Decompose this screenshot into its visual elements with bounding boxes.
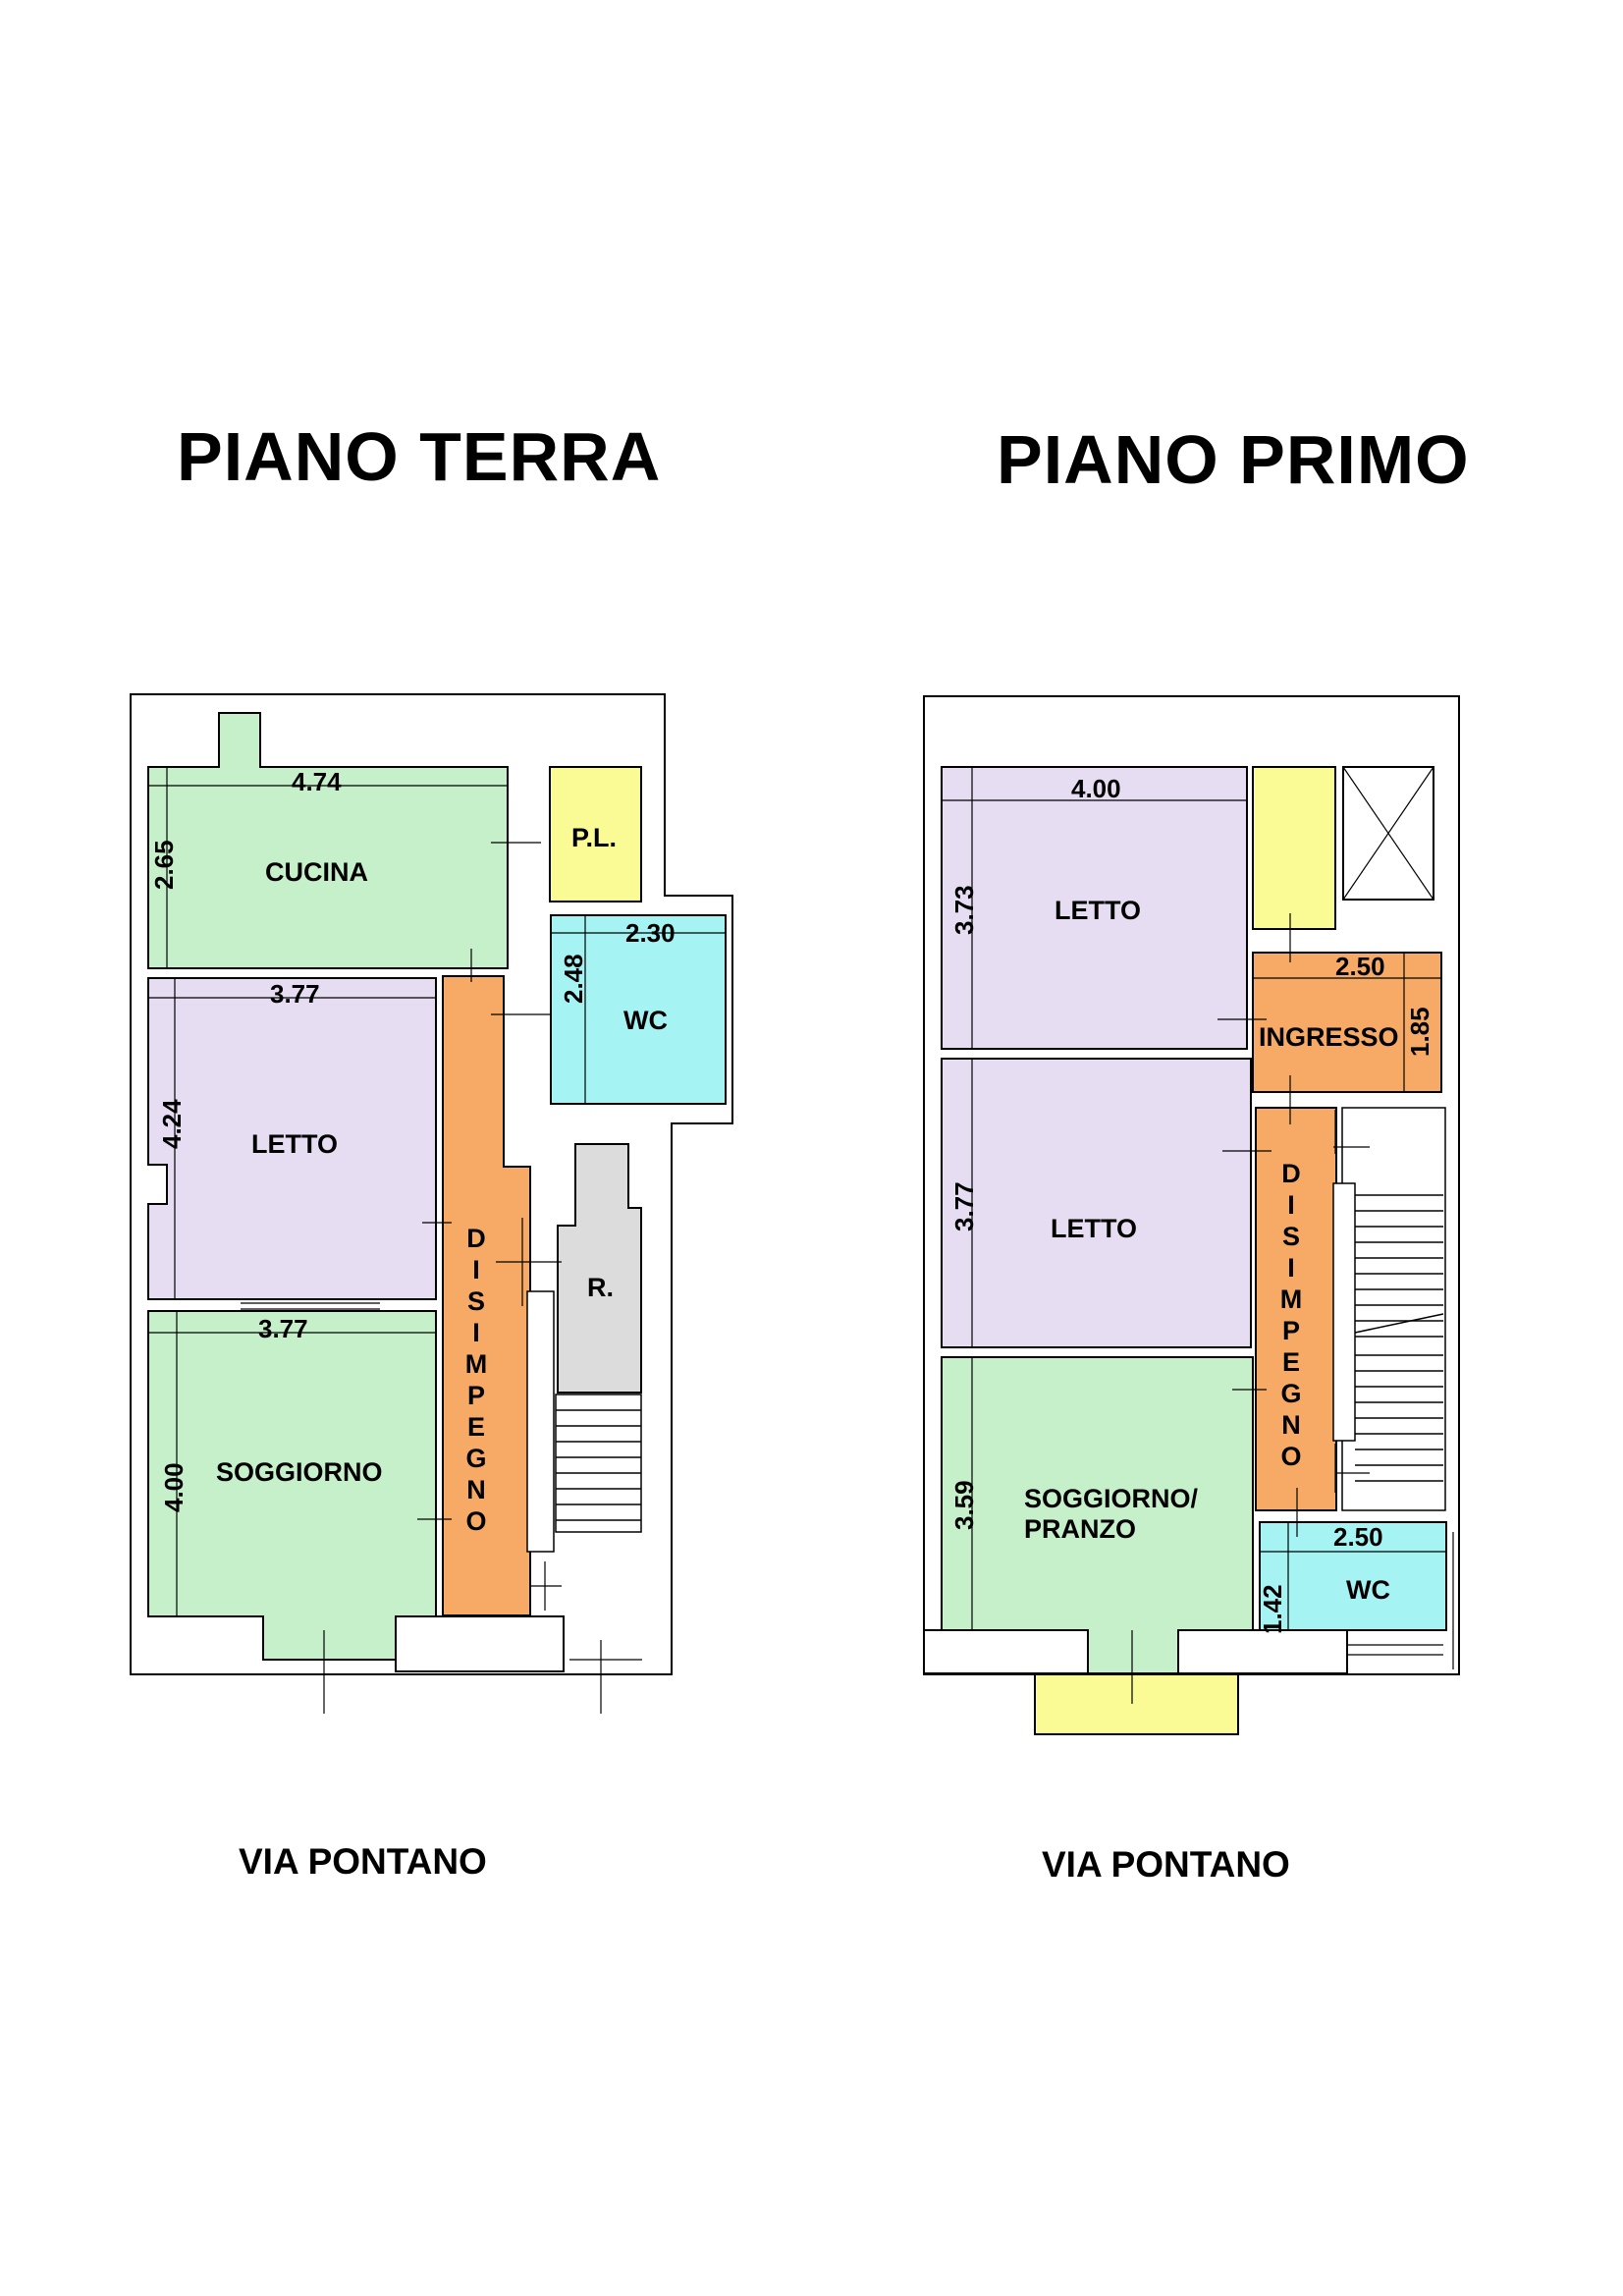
dim-wc-first-height: 1.42 — [1258, 1584, 1287, 1634]
label-wc-ground: WC — [623, 1006, 668, 1035]
hall-letter: M — [465, 1349, 488, 1379]
first-front-wall-left — [923, 1629, 1089, 1674]
room-entrance — [1252, 952, 1442, 1093]
first-shaft — [1252, 766, 1336, 930]
room-bedroom1 — [941, 766, 1248, 1050]
hall-letter: N — [466, 1475, 486, 1504]
room-pl — [549, 766, 642, 902]
hall-letter: I — [1287, 1253, 1295, 1283]
ground-entrance-wall — [395, 1615, 565, 1672]
hall-letter: E — [467, 1412, 485, 1442]
hall-letter: S — [467, 1286, 485, 1316]
hall-letter: D — [466, 1224, 486, 1253]
ground-floor-plan — [130, 693, 733, 1714]
dim-wc-width: 2.30 — [625, 918, 676, 948]
ground-dimension-lines — [148, 767, 726, 1616]
dim-kitchen-width: 4.74 — [292, 767, 342, 796]
hall-letter: D — [1281, 1159, 1301, 1188]
first-stairs — [1332, 1107, 1446, 1511]
hall-letter: O — [1280, 1442, 1301, 1471]
room-hall-first — [1255, 1107, 1337, 1511]
hall-letter: G — [1280, 1379, 1301, 1408]
hall-letter: P — [1282, 1316, 1300, 1345]
hall-letter: S — [1282, 1222, 1300, 1251]
dim-bedroom2-height: 3.77 — [949, 1181, 979, 1231]
hall-letter: I — [1287, 1190, 1295, 1220]
hall-letter: N — [1281, 1410, 1301, 1440]
dim-bedroom-width: 3.77 — [270, 979, 320, 1009]
dim-living-height: 4.00 — [159, 1462, 189, 1512]
room-storage — [557, 1143, 642, 1394]
dim-living-width: 3.77 — [258, 1314, 308, 1343]
street-ground: VIA PONTANO — [239, 1841, 487, 1882]
label-wc-first: WC — [1346, 1575, 1390, 1605]
label-bedroom1: LETTO — [1055, 896, 1141, 925]
room-bedroom — [147, 977, 437, 1300]
room-bedroom2 — [941, 1058, 1252, 1348]
label-living-ground: SOGGIORNO — [216, 1457, 383, 1487]
dim-bedroom1-height: 3.73 — [949, 885, 979, 935]
first-floor-plan — [923, 695, 1460, 1735]
dim-entrance-height: 1.85 — [1405, 1007, 1434, 1057]
dim-wc-first-width: 2.50 — [1333, 1522, 1383, 1552]
label-kitchen: CUCINA — [265, 857, 368, 887]
ground-floor-title: PIANO TERRA — [177, 418, 662, 495]
ground-door-marks — [241, 842, 642, 1714]
label-bedroom2: LETTO — [1051, 1214, 1137, 1243]
hall-letter: E — [1282, 1347, 1300, 1377]
dim-living-first-height: 3.59 — [949, 1480, 979, 1530]
first-front-wall-right — [1177, 1629, 1348, 1674]
first-void — [1342, 766, 1434, 901]
dim-bedroom-height: 4.24 — [157, 1099, 187, 1149]
hall-letter: M — [1280, 1285, 1303, 1314]
first-dimension-lines — [942, 767, 1446, 1630]
hall-letter: O — [465, 1506, 486, 1536]
dim-entrance-width: 2.50 — [1335, 952, 1385, 981]
hall-letter: I — [472, 1255, 480, 1285]
ground-stairs — [526, 1290, 642, 1553]
first-balcony — [1034, 1673, 1239, 1735]
room-kitchen — [147, 712, 509, 969]
street-first: VIA PONTANO — [1042, 1844, 1290, 1885]
label-bedroom-ground: LETTO — [251, 1129, 338, 1159]
first-floor-title: PIANO PRIMO — [997, 421, 1470, 498]
label-living-first-b: PRANZO — [1024, 1514, 1136, 1544]
first-door-marks — [1131, 913, 1454, 1704]
label-storage: R. — [587, 1273, 614, 1302]
dim-kitchen-height: 2.65 — [149, 840, 179, 890]
hall-letter: P — [467, 1381, 485, 1410]
hall-letter: I — [472, 1318, 480, 1347]
hall-letter: G — [465, 1444, 486, 1473]
room-wc-first — [1259, 1521, 1447, 1631]
dim-wc-height: 2.48 — [559, 954, 588, 1004]
label-entrance: INGRESSO — [1259, 1022, 1399, 1052]
label-pl: P.L. — [571, 823, 617, 852]
room-wc — [550, 914, 727, 1105]
dim-bedroom1-width: 4.00 — [1071, 774, 1121, 803]
label-living-first-a: SOGGIORNO/ — [1024, 1484, 1199, 1513]
